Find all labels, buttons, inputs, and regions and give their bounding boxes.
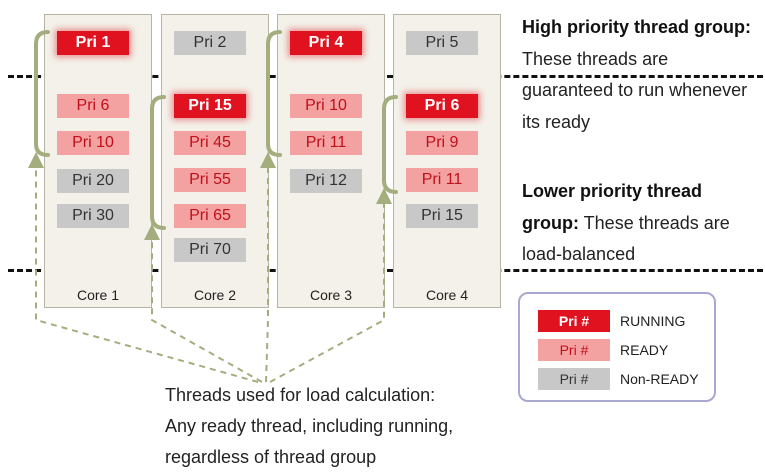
thread-core1-0: Pri 1: [57, 31, 129, 55]
thread-core4-1: Pri 6: [406, 94, 478, 118]
thread-core2-3: Pri 55: [174, 168, 246, 192]
load-calculation-caption: Threads used for load calculation: Any r…: [165, 380, 525, 473]
arrow-core4: [269, 188, 392, 383]
thread-core4-0: Pri 5: [406, 31, 478, 55]
thread-core3-0: Pri 4: [290, 31, 362, 55]
core-2-column: Pri 2 Pri 15 Pri 45 Pri 55 Pri 65 Pri 70…: [161, 14, 269, 308]
bracket-core1: [34, 30, 50, 157]
core-3-label: Core 3: [309, 287, 353, 303]
arrow-core2: [144, 224, 263, 383]
core-1-column: Pri 1 Pri 6 Pri 10 Pri 20 Pri 30 Core 1: [44, 14, 152, 308]
thread-core2-2: Pri 45: [174, 131, 246, 155]
caption-line-2: Any ready thread, including running,: [165, 416, 454, 436]
legend-nonready-swatch: Pri #: [538, 368, 610, 390]
thread-core1-4: Pri 30: [57, 204, 129, 228]
arrow-core1: [28, 152, 259, 383]
high-group-divider: [8, 75, 763, 78]
caption-line-3: regardless of thread group: [165, 447, 377, 467]
thread-core2-0: Pri 2: [174, 31, 246, 55]
legend-nonready-label: Non-READY: [620, 371, 699, 387]
thread-core1-3: Pri 20: [57, 169, 129, 193]
core-4-column: Pri 5 Pri 6 Pri 9 Pri 11 Pri 15 Core 4: [393, 14, 501, 308]
core-3-column: Pri 4 Pri 10 Pri 11 Pri 12 Core 3: [277, 14, 385, 308]
thread-core3-3: Pri 12: [290, 169, 362, 193]
core-4-label: Core 4: [425, 287, 469, 303]
core-2-label: Core 2: [193, 287, 237, 303]
bracket-core3: [266, 30, 282, 157]
thread-core4-2: Pri 9: [406, 131, 478, 155]
thread-core2-5: Pri 70: [174, 238, 246, 262]
caption-line-1: Threads used for load calculation:: [165, 385, 436, 405]
legend-running-swatch: Pri #: [538, 310, 610, 332]
low-group-text: These threads are load-balanced: [522, 212, 730, 265]
legend-ready: Pri # READY: [538, 339, 718, 361]
thread-core3-1: Pri 10: [290, 94, 362, 118]
thread-core2-4: Pri 65: [174, 204, 246, 228]
lower-priority-group-description: Lower priority thread group: These threa…: [522, 176, 762, 271]
bracket-core4: [382, 95, 398, 194]
legend-running-label: RUNNING: [620, 313, 686, 329]
thread-core4-4: Pri 15: [406, 204, 478, 228]
legend-ready-label: READY: [620, 342, 669, 358]
legend: Pri # RUNNING Pri # READY Pri # Non-READ…: [518, 292, 716, 402]
arrow-core3: [260, 152, 276, 383]
thread-core4-3: Pri 11: [406, 168, 478, 192]
thread-core1-2: Pri 10: [57, 131, 129, 155]
bracket-core2: [150, 95, 166, 230]
high-priority-group-description: High priority thread group: These thread…: [522, 12, 762, 138]
legend-ready-swatch: Pri #: [538, 339, 610, 361]
thread-core3-2: Pri 11: [290, 131, 362, 155]
thread-core2-1: Pri 15: [174, 94, 246, 118]
high-group-title: High priority thread group:: [522, 17, 751, 37]
thread-core1-1: Pri 6: [57, 94, 129, 118]
high-group-text: These threads are guaranteed to run when…: [522, 48, 748, 132]
low-group-title: Lower priority thread group:: [522, 181, 703, 233]
legend-nonready: Pri # Non-READY: [538, 368, 718, 390]
low-group-divider: [8, 269, 763, 272]
legend-running: Pri # RUNNING: [538, 310, 718, 332]
core-1-label: Core 1: [76, 287, 120, 303]
